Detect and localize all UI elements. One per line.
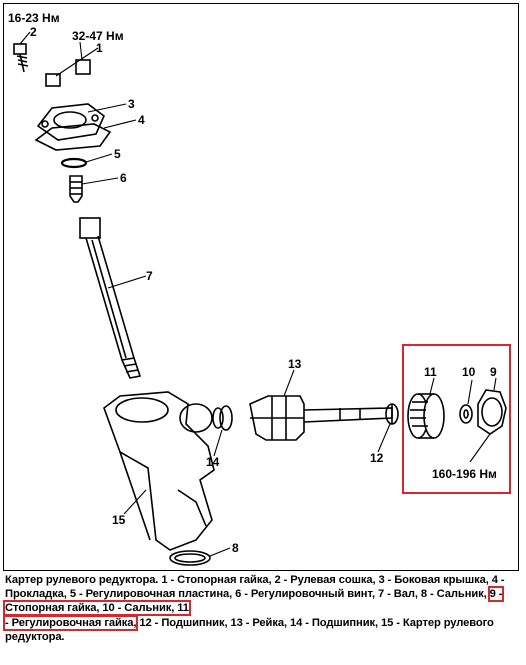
part-8-seal <box>169 550 211 566</box>
steering-gear-diagram: 16-23 Нм 2 32-47 Нм 1 3 4 5 6 7 13 14 12… <box>8 11 507 566</box>
part-11-adjusting-nut <box>407 393 445 439</box>
caption-text-end: 12 - Подшипник, 13 - Рейка, 14 - Подшипн… <box>5 616 494 643</box>
part-7-shaft <box>79 217 142 379</box>
torque-label-160-196: 160-196 Нм <box>432 467 497 481</box>
caption-highlight-2: - Регулировочная гайка, <box>2 614 139 631</box>
highlight-box-parts-9-11 <box>402 344 511 494</box>
part-15-housing <box>103 391 215 551</box>
label-10: 10 <box>462 365 476 379</box>
label-15: 15 <box>112 513 126 527</box>
part-1-nut <box>45 59 91 87</box>
label-12: 12 <box>370 451 384 465</box>
part-6-screw <box>69 175 83 203</box>
part-12-bearing <box>385 403 399 425</box>
label-13: 13 <box>288 357 302 371</box>
diagram-frame <box>3 3 519 571</box>
part-13-rack <box>249 395 393 441</box>
caption-highlight-1: 9 - Стопорная гайка, 10 - Сальник, 11 <box>2 586 505 617</box>
label-8: 8 <box>232 541 239 555</box>
label-2: 2 <box>30 25 37 39</box>
torque-label-32-47: 32-47 Нм <box>72 29 124 43</box>
label-3: 3 <box>128 97 135 111</box>
part-3-side-cover <box>36 103 105 141</box>
label-5: 5 <box>114 147 121 161</box>
part-14-bearing <box>212 405 233 431</box>
figure-caption: Картер рулевого редуктора. 1 - Стопорная… <box>2 573 521 644</box>
part-2-bolt <box>13 43 29 73</box>
label-1: 1 <box>96 41 103 55</box>
part-9-lock-nut <box>477 389 507 435</box>
caption-text: Картер рулевого редуктора. 1 - Стопорная… <box>5 574 505 601</box>
label-7: 7 <box>146 269 153 283</box>
label-9: 9 <box>490 365 497 379</box>
label-14: 14 <box>206 455 220 469</box>
label-4: 4 <box>138 113 145 127</box>
part-10-seal <box>459 404 473 424</box>
leader-lines <box>19 31 497 557</box>
part-5-plate <box>60 157 88 169</box>
part-4-gasket <box>34 123 112 151</box>
label-6: 6 <box>120 171 127 185</box>
torque-label-16-23: 16-23 Нм <box>8 11 60 25</box>
label-11: 11 <box>424 365 437 379</box>
